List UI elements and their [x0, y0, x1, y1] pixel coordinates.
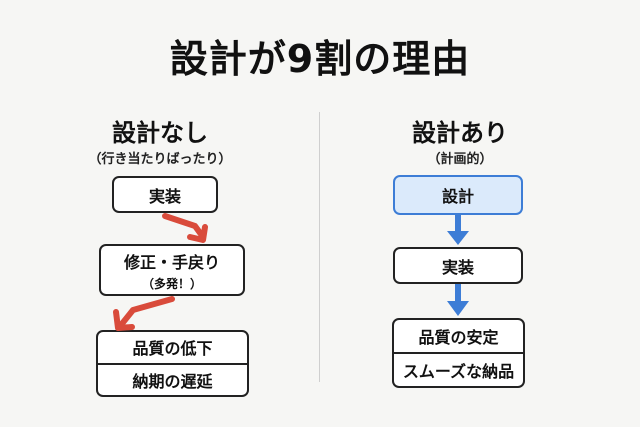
left-rework-box: 修正・手戻り （多発！）	[99, 244, 245, 296]
right-arrow-1	[447, 215, 469, 245]
right-result-delivery: スムーズな納品	[394, 352, 523, 386]
right-design-box: 設計	[393, 175, 523, 215]
left-heading: 設計なし	[112, 119, 208, 147]
right-design-label: 設計	[441, 187, 474, 206]
right-implementation-box: 実装	[393, 247, 523, 284]
left-implementation-box: 実装	[112, 176, 218, 213]
left-result-box: 品質の低下 納期の遅延	[96, 330, 249, 397]
column-divider	[319, 112, 320, 382]
left-result-quality: 品質の低下	[132, 339, 213, 359]
left-arrow-2	[113, 296, 175, 331]
left-implementation-label: 実装	[148, 186, 181, 206]
right-arrow-2	[447, 284, 469, 316]
page-title: 設計が9割の理由	[169, 37, 471, 81]
left-result-delay: 納期の遅延	[98, 362, 247, 396]
right-result-quality: 品質の安定	[418, 328, 499, 347]
right-result-box: 品質の安定 スムーズな納品	[392, 318, 525, 388]
left-subheading: （行き当たりばったり）	[88, 152, 232, 167]
left-rework-label: 修正・手戻り	[123, 252, 220, 272]
left-rework-sublabel: （多発！）	[141, 276, 202, 291]
left-arrow-1	[162, 213, 208, 243]
right-heading: 設計あり	[412, 119, 508, 147]
right-subheading: （計画的）	[427, 152, 493, 167]
right-implementation-label: 実装	[441, 257, 474, 277]
